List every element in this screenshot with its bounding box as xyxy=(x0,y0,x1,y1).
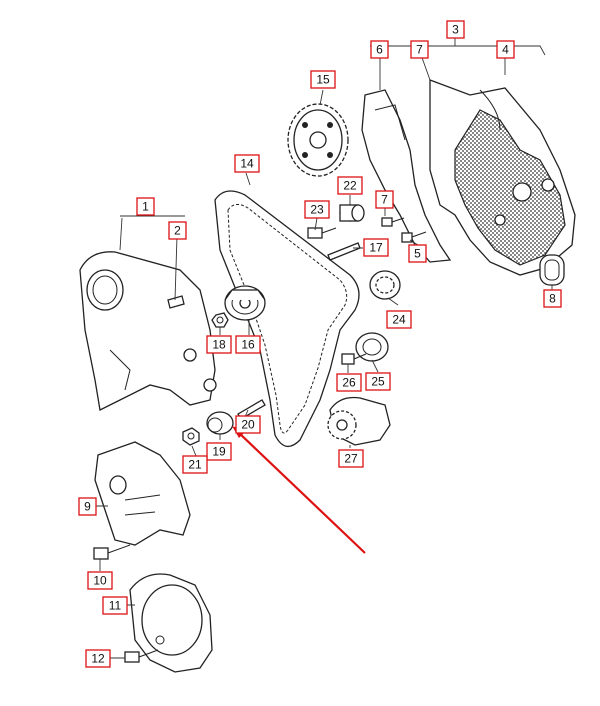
middle-cover-section xyxy=(361,89,452,263)
part-label-14: 14 xyxy=(234,154,260,173)
spacer-sleeve xyxy=(339,204,365,222)
timing-belt xyxy=(214,190,360,447)
bolt-5 xyxy=(401,231,427,243)
svg-text:15: 15 xyxy=(316,73,330,87)
nut-18 xyxy=(211,312,229,328)
part-label-26: 26 xyxy=(336,373,362,392)
svg-text:21: 21 xyxy=(188,458,202,472)
part-label-11: 11 xyxy=(102,596,128,615)
bolt-26 xyxy=(341,353,367,365)
part-label-12: 12 xyxy=(85,649,111,668)
rear-timing-cover xyxy=(429,79,576,276)
lower-timing-cover xyxy=(94,441,191,546)
svg-text:26: 26 xyxy=(342,376,356,390)
svg-text:14: 14 xyxy=(240,157,254,171)
retaining-clip xyxy=(167,295,185,309)
bolt-7 xyxy=(381,217,405,227)
idler-roller-24 xyxy=(369,270,401,300)
part-label-2: 2 xyxy=(168,221,187,240)
svg-text:9: 9 xyxy=(84,500,91,514)
svg-text:27: 27 xyxy=(344,452,358,466)
svg-text:22: 22 xyxy=(343,179,357,193)
svg-text:23: 23 xyxy=(310,203,324,217)
part-label-8: 8 xyxy=(543,289,562,308)
part-label-16: 16 xyxy=(235,335,261,354)
part-label-25: 25 xyxy=(365,372,391,391)
svg-text:18: 18 xyxy=(212,338,226,352)
upper-timing-cover xyxy=(79,251,217,411)
cover-plate xyxy=(129,573,213,673)
part-label-19: 19 xyxy=(206,442,232,461)
part-label-20: 20 xyxy=(235,415,261,434)
part-label-7-top: 7 xyxy=(410,40,429,59)
bolt-23 xyxy=(307,227,337,239)
part-label-27: 27 xyxy=(338,449,364,468)
svg-text:25: 25 xyxy=(371,375,385,389)
svg-text:24: 24 xyxy=(392,313,406,327)
part-label-4: 4 xyxy=(496,40,515,59)
svg-text:7: 7 xyxy=(416,43,423,57)
part-label-6: 6 xyxy=(370,40,389,59)
part-label-22: 22 xyxy=(337,176,363,195)
part-label-3: 3 xyxy=(446,20,465,39)
svg-text:2: 2 xyxy=(174,224,181,238)
svg-text:6: 6 xyxy=(376,43,383,57)
svg-text:10: 10 xyxy=(93,574,107,588)
svg-text:16: 16 xyxy=(241,338,255,352)
stud-bolt xyxy=(327,242,361,261)
svg-text:1: 1 xyxy=(142,200,149,214)
svg-text:19: 19 xyxy=(212,445,226,459)
svg-text:11: 11 xyxy=(109,599,122,613)
svg-text:5: 5 xyxy=(414,247,421,261)
nut-21 xyxy=(182,427,200,446)
part-label-21: 21 xyxy=(182,455,208,474)
part-label-17: 17 xyxy=(363,238,389,257)
camshaft-sprocket xyxy=(287,103,349,177)
indicator-arrow xyxy=(232,426,366,554)
tensioning-pulley xyxy=(224,285,266,321)
svg-text:3: 3 xyxy=(452,23,459,37)
deflection-roller xyxy=(206,411,234,435)
part-label-15: 15 xyxy=(310,70,336,89)
svg-text:12: 12 xyxy=(91,652,105,666)
svg-text:17: 17 xyxy=(369,241,383,255)
part-label-5: 5 xyxy=(408,244,427,263)
part-label-10: 10 xyxy=(87,571,113,590)
part-label-7: 7 xyxy=(375,190,394,209)
part-label-9: 9 xyxy=(78,497,97,516)
part-label-18: 18 xyxy=(206,335,232,354)
part-label-24: 24 xyxy=(386,310,412,329)
bolt-10 xyxy=(93,544,131,560)
svg-text:7: 7 xyxy=(381,193,388,207)
svg-text:20: 20 xyxy=(241,418,255,432)
part-label-1: 1 xyxy=(136,197,155,216)
bolt-12 xyxy=(124,649,159,663)
svg-text:4: 4 xyxy=(502,43,509,57)
coolant-pump xyxy=(327,396,391,446)
part-label-23: 23 xyxy=(304,200,330,219)
guide-roller xyxy=(355,332,389,362)
sealing-ring xyxy=(539,254,565,286)
svg-text:8: 8 xyxy=(549,292,556,306)
